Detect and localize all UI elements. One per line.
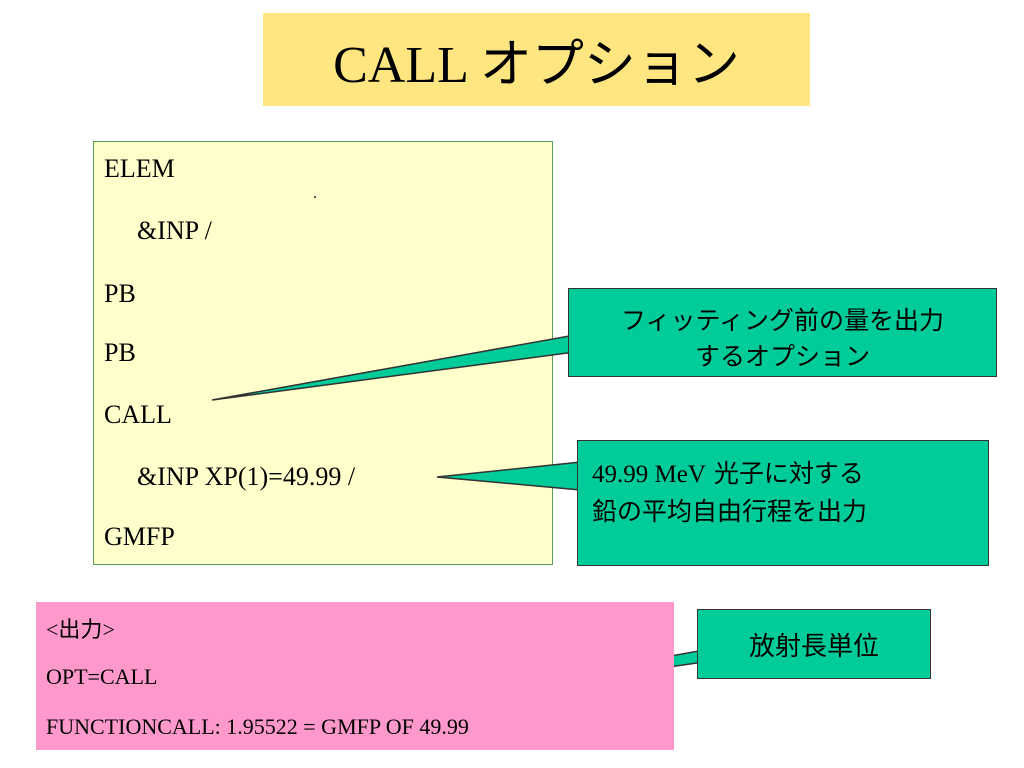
callout-pre-fit: フィッティング前の量を出力 するオプション: [568, 288, 997, 377]
callout-pre-fit-line1: フィッティング前の量を出力: [620, 306, 944, 335]
callout-radiation-length-text: 放射長単位: [748, 631, 879, 662]
output-opt-line: OPT=CALL: [46, 664, 158, 689]
callout-pre-fit-line2: するオプション: [694, 342, 870, 371]
callout-mfp-line1: 49.99 MeV 光子に対する: [592, 454, 864, 490]
output-result-line: FUNCTIONCALL: 1.95522 = GMFP OF 49.99: [46, 714, 469, 739]
output-header-close: >: [102, 617, 115, 642]
output-header-word: 出力: [58, 618, 103, 643]
stray-dot: [314, 196, 316, 198]
callout-mfp-energy: 49.99 MeV: [592, 461, 706, 488]
slide-title: CALL オプション: [333, 37, 740, 94]
output-header: <出力>: [46, 612, 115, 644]
code-line-pb-2: PB: [104, 338, 136, 367]
output-box: <出力> OPT=CALL FUNCTIONCALL: 1.95522 = GM…: [36, 602, 674, 750]
code-line-inp-xp: &INP XP(1)=49.99 /: [137, 462, 356, 491]
code-line-pb-1: PB: [104, 279, 136, 308]
code-line-gmfp: GMFP: [104, 522, 175, 551]
code-line-inp-empty: &INP /: [137, 216, 212, 245]
callout-mfp-line1-text: 光子に対する: [705, 459, 864, 488]
output-header-open: <: [46, 617, 59, 642]
callout-radiation-length: 放射長単位: [697, 609, 931, 679]
code-line-elem: ELEM: [104, 154, 175, 183]
callout-mean-free-path: 49.99 MeV 光子に対する 鉛の平均自由行程を出力: [577, 440, 989, 566]
callout-mfp-line2: 鉛の平均自由行程を出力: [592, 497, 868, 526]
slide-title-box: CALL オプション: [263, 13, 810, 106]
code-input-box: ELEM &INP / PB PB CALL &INP XP(1)=49.99 …: [93, 141, 553, 565]
code-line-call: CALL: [104, 400, 172, 429]
